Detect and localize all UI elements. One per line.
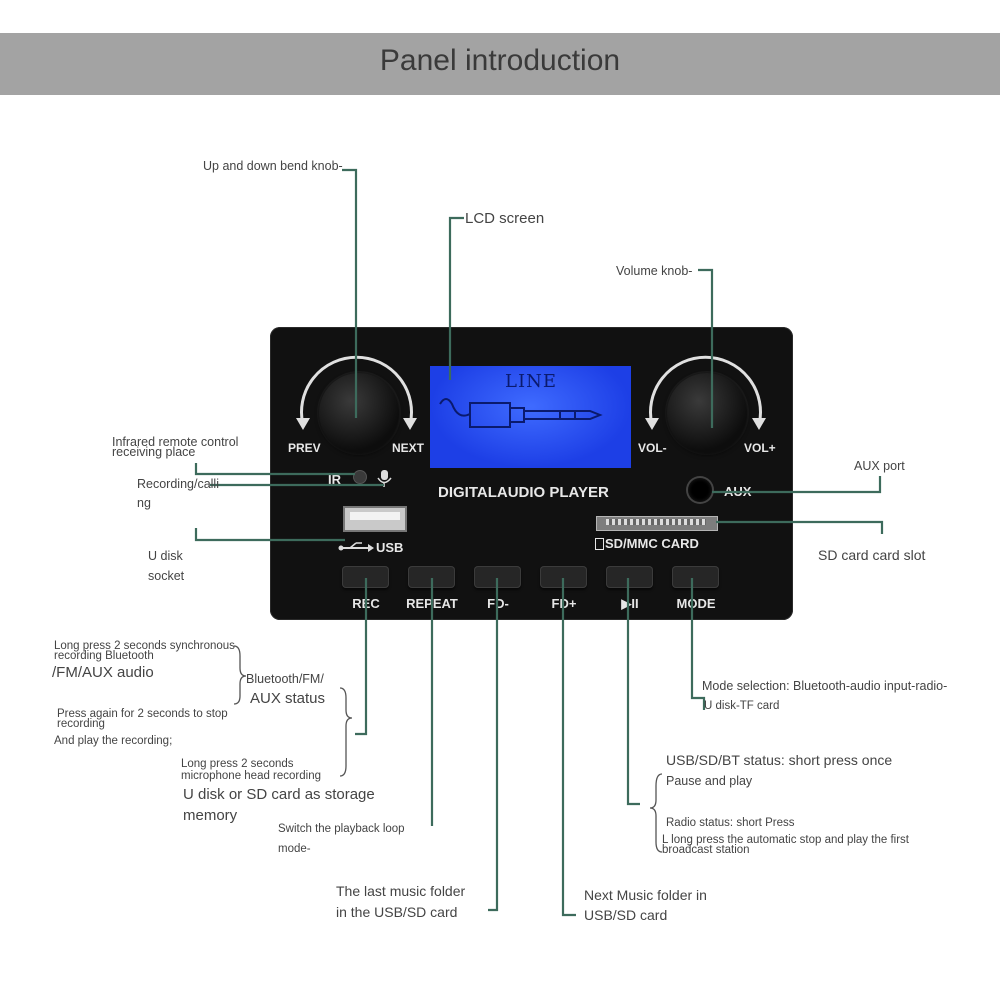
vol-plus-label: VOL+ (744, 441, 776, 455)
lcd-text: LINE (505, 371, 557, 392)
play-pause-button-label: ▶II (621, 596, 639, 611)
repeat-note-2: mode- (278, 843, 311, 855)
mode-button-label: MODE (676, 596, 716, 611)
play-pause-button[interactable] (606, 566, 653, 588)
rec-note-a3: /FM/AUX audio (52, 664, 154, 681)
play-note-2: Pause and play (666, 774, 753, 788)
usb-socket-inner (350, 512, 400, 520)
mode-button[interactable] (672, 566, 719, 588)
rec-note-c2: recording (57, 718, 105, 730)
fd-plus-button[interactable] (540, 566, 587, 588)
fd-minus-button[interactable] (474, 566, 521, 588)
rec-note-d2: microphone head recording (181, 770, 322, 782)
brand-text: DIGITALAUDIO PLAYER (438, 484, 609, 501)
usb-label: USB (376, 540, 404, 555)
bend-knob[interactable] (319, 373, 399, 453)
rec-call-label-1: Recording/calli (137, 477, 219, 491)
fd-plus-note-2: USB/SD card (584, 907, 668, 923)
rec-note-a2: recording Bluetooth (54, 650, 154, 662)
prev-label: PREV (288, 441, 321, 455)
lcd-screen-label: LCD screen (465, 210, 545, 227)
aux-port-label: AUX port (854, 459, 905, 473)
aux-jack[interactable] (688, 478, 712, 502)
udisk-label-1: U disk (148, 549, 183, 563)
volume-knob[interactable] (667, 373, 747, 453)
rec-note-a1: Long press 2 seconds synchronous (54, 640, 235, 652)
udisk-label-2: socket (148, 569, 185, 583)
play-note-5: broadcast station (662, 844, 750, 856)
title-banner (0, 33, 1000, 95)
rec-note-c3: And play the recording; (54, 735, 173, 747)
next-label: NEXT (392, 441, 425, 455)
volume-knob-label: Volume knob- (616, 264, 693, 278)
fd-minus-note-2: in the USB/SD card (336, 904, 458, 920)
rec-note-c1: Press again for 2 seconds to stop (57, 708, 228, 720)
ir-label-2: receiving place (112, 445, 196, 459)
repeat-button[interactable] (408, 566, 455, 588)
play-note-4: L long press the automatic stop and play… (662, 834, 909, 846)
sd-icon (595, 538, 604, 550)
page-title: Panel introduction (379, 44, 621, 77)
fd-plus-note-1: Next Music folder in (584, 887, 707, 903)
sd-label: SD/MMC CARD (605, 536, 699, 551)
rec-note-b2: AUX status (250, 690, 326, 707)
rec-call-label-2: ng (137, 496, 151, 510)
play-note-1: USB/SD/BT status: short press once (666, 752, 893, 768)
ir-label: IR (328, 472, 341, 487)
bend-knob-label: Up and down bend knob- (203, 159, 343, 173)
rec-note-e1: U disk or SD card as storage (183, 786, 375, 803)
sd-slot-teeth (606, 519, 706, 525)
rec-note-e2: memory (183, 807, 238, 824)
rec-note-d1: Long press 2 seconds (181, 758, 294, 770)
vol-minus-label: VOL- (638, 441, 667, 455)
repeat-note-1: Switch the playback loop (278, 823, 405, 835)
play-note-3: Radio status: short Press (666, 817, 795, 829)
sd-slot-label: SD card card slot (818, 547, 926, 563)
ir-sensor-icon (354, 471, 366, 483)
rec-button[interactable] (342, 566, 389, 588)
ir-label-1: Infrared remote control (112, 435, 239, 449)
rec-note-b1: Bluetooth/FM/ (246, 672, 324, 686)
mode-note-2: U disk-TF card (704, 700, 780, 712)
fd-minus-note-1: The last music folder (336, 883, 466, 899)
mode-note-1: Mode selection: Bluetooth-audio input-ra… (702, 679, 948, 693)
